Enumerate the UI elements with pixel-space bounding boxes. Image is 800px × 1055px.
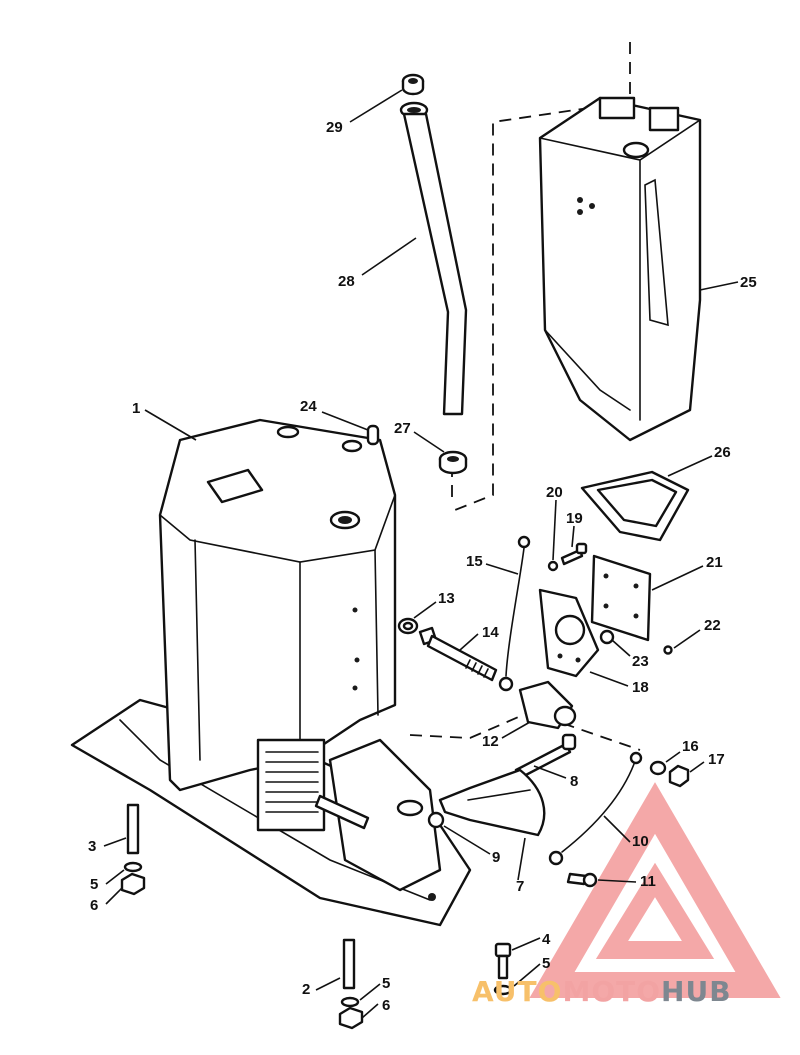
callout-6-bottom: 6 — [382, 997, 390, 1014]
callout-17: 17 — [708, 751, 725, 768]
part-22-screw — [663, 645, 673, 655]
watermark-text: AUTOMOTOHUB — [472, 975, 732, 1008]
callout-5-right: 5 — [542, 955, 550, 972]
part-9-nut — [427, 811, 445, 829]
part-28-tube — [399, 101, 468, 416]
callout-26: 26 — [714, 444, 731, 461]
callout-13: 13 — [438, 590, 455, 607]
part-6-nut-bottom — [338, 1006, 364, 1030]
part-12-rubber-mount — [518, 680, 577, 730]
callout-20: 20 — [546, 484, 563, 501]
watermark-triangle-outer — [529, 782, 781, 998]
callout-14: 14 — [482, 624, 499, 641]
callout-11: 11 — [640, 873, 656, 890]
callout-23: 23 — [632, 653, 649, 670]
callout-8: 8 — [570, 773, 578, 790]
callout-5-left: 5 — [90, 876, 98, 893]
part-8-stud — [514, 733, 577, 780]
part-19-screw — [560, 542, 588, 566]
part-11-screw — [566, 872, 598, 888]
part-23-nut — [599, 629, 615, 645]
callout-16: 16 — [682, 738, 699, 755]
callout-7: 7 — [516, 878, 524, 895]
callout-5-bottom: 5 — [382, 975, 390, 992]
watermark-triangle-inner — [595, 862, 715, 959]
callout-27: 27 — [394, 420, 411, 437]
part-13-washer — [397, 617, 419, 635]
part-1-driveshaft-housing — [70, 418, 472, 927]
watermark-moto-text: MOTO — [562, 975, 661, 1008]
callout-12: 12 — [482, 733, 499, 750]
callout-24: 24 — [300, 398, 317, 415]
part-17-nut — [668, 764, 690, 788]
part-25-upper-housing — [538, 96, 702, 442]
part-21-cover-plate — [590, 554, 652, 642]
part-10-ground-wire — [548, 751, 643, 866]
callout-22: 22 — [704, 617, 721, 634]
callout-4: 4 — [542, 931, 551, 948]
callout-9: 9 — [492, 849, 500, 866]
callout-29: 29 — [326, 119, 343, 136]
callout-10: 10 — [632, 833, 649, 850]
callout-1: 1 — [132, 400, 140, 417]
part-27-grommet — [438, 450, 468, 475]
part-2-stud-bottom — [342, 938, 356, 990]
leader-lines — [103, 89, 739, 1019]
grille-slats — [265, 751, 319, 813]
watermark-hub-text: HUB — [661, 975, 732, 1008]
part-16-washer — [649, 760, 667, 776]
part-5-washer-left — [123, 861, 143, 873]
part-14-bolt — [418, 626, 498, 682]
part-20-washer — [547, 560, 559, 572]
watermark-logo — [529, 782, 781, 998]
callout-3: 3 — [88, 838, 96, 855]
part-5-washer-bottom — [340, 996, 360, 1008]
callout-19: 19 — [566, 510, 583, 527]
callout-labels: 29 28 25 1 24 27 26 20 19 15 21 13 14 22… — [88, 119, 757, 1014]
part-15-ground-strap — [498, 535, 531, 692]
callout-28: 28 — [338, 273, 355, 290]
part-4-bolt — [494, 942, 512, 980]
watermark-auto-text: AUTO — [472, 975, 562, 1008]
part-24-pin — [366, 424, 380, 446]
callout-2: 2 — [302, 981, 310, 998]
part-7-clip — [438, 768, 546, 837]
part-26-seal — [580, 470, 690, 542]
part-6-nut-left — [120, 872, 146, 896]
part-3-stud-left — [126, 803, 140, 855]
callout-25: 25 — [740, 274, 757, 291]
callout-18: 18 — [632, 679, 649, 696]
part-5-washer-right — [493, 984, 513, 996]
callout-15: 15 — [466, 553, 483, 570]
part-29-cap — [401, 73, 425, 96]
svg-text:AUTOMOTOHUB: AUTOMOTOHUB — [472, 975, 732, 1008]
callout-6-left: 6 — [90, 897, 98, 914]
callout-21: 21 — [706, 554, 723, 571]
part-18-mount-bracket — [538, 588, 600, 678]
